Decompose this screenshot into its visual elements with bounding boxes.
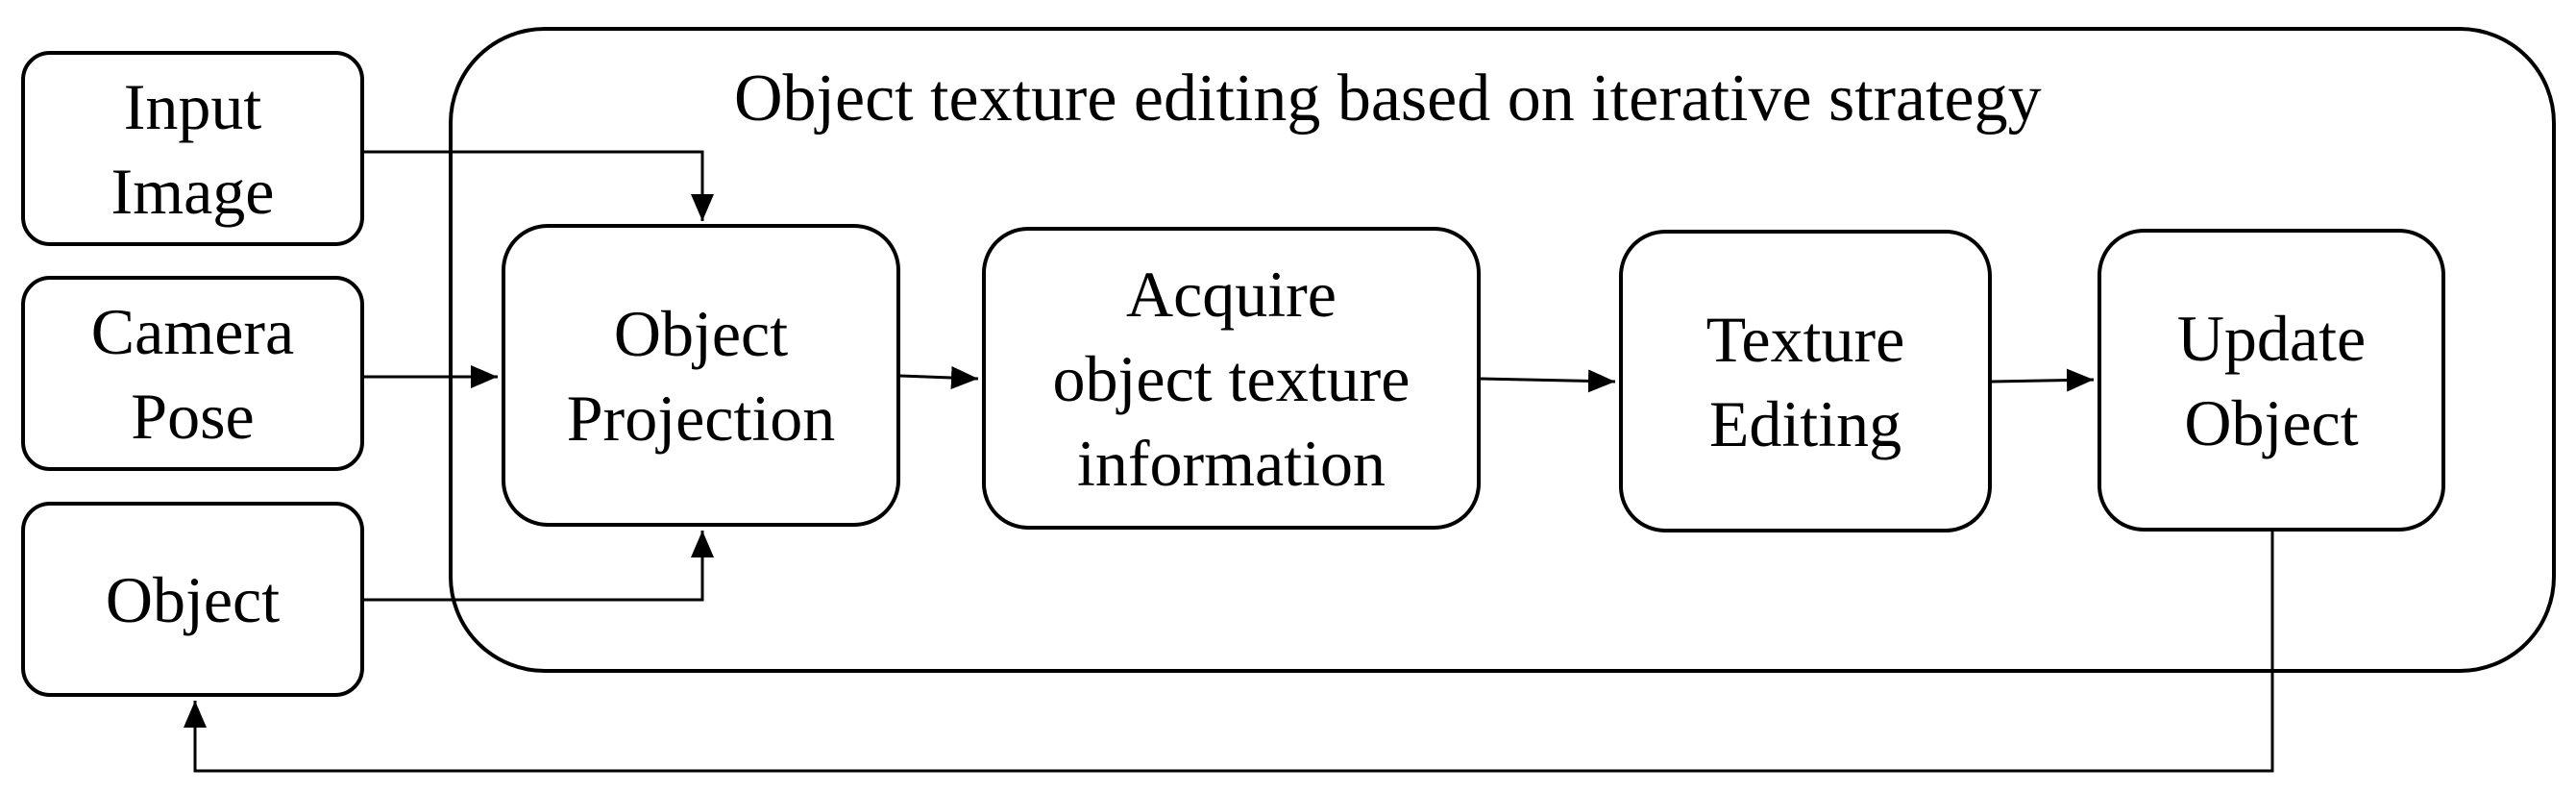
arrow-acquire-to-texture-editing [1480, 369, 1616, 393]
arrow-update-to-object-feedback [184, 532, 2274, 773]
container-title: Object texture editing based on iterativ… [734, 62, 2042, 136]
acquire-texture-info-box: Acquire object texture information [982, 227, 1481, 530]
object-projection-box: Object Projection [502, 224, 900, 527]
texture-editing-label: Texture Editing [1705, 302, 1905, 460]
texture-editing-box: Texture Editing [1619, 230, 1992, 532]
camera-pose-box: Camera Pose [21, 276, 364, 471]
arrow-object-to-projection [364, 531, 714, 602]
arrow-projection-to-acquire [899, 365, 979, 389]
input-image-label: Input Image [110, 69, 275, 228]
camera-pose-label: Camera Pose [90, 294, 295, 453]
acquire-texture-info-label: Acquire object texture information [1052, 257, 1411, 500]
update-object-label: Update Object [2176, 301, 2367, 459]
input-image-box: Input Image [21, 51, 364, 246]
iterative-strategy-container [449, 27, 2556, 673]
arrow-texture-editing-to-update [1991, 368, 2095, 392]
object-projection-label: Object Projection [566, 296, 836, 455]
arrow-input-image-to-projection [364, 150, 714, 221]
update-object-box: Update Object [2098, 229, 2445, 532]
object-input-box: Object [21, 502, 364, 697]
object-input-label: Object [105, 562, 281, 636]
